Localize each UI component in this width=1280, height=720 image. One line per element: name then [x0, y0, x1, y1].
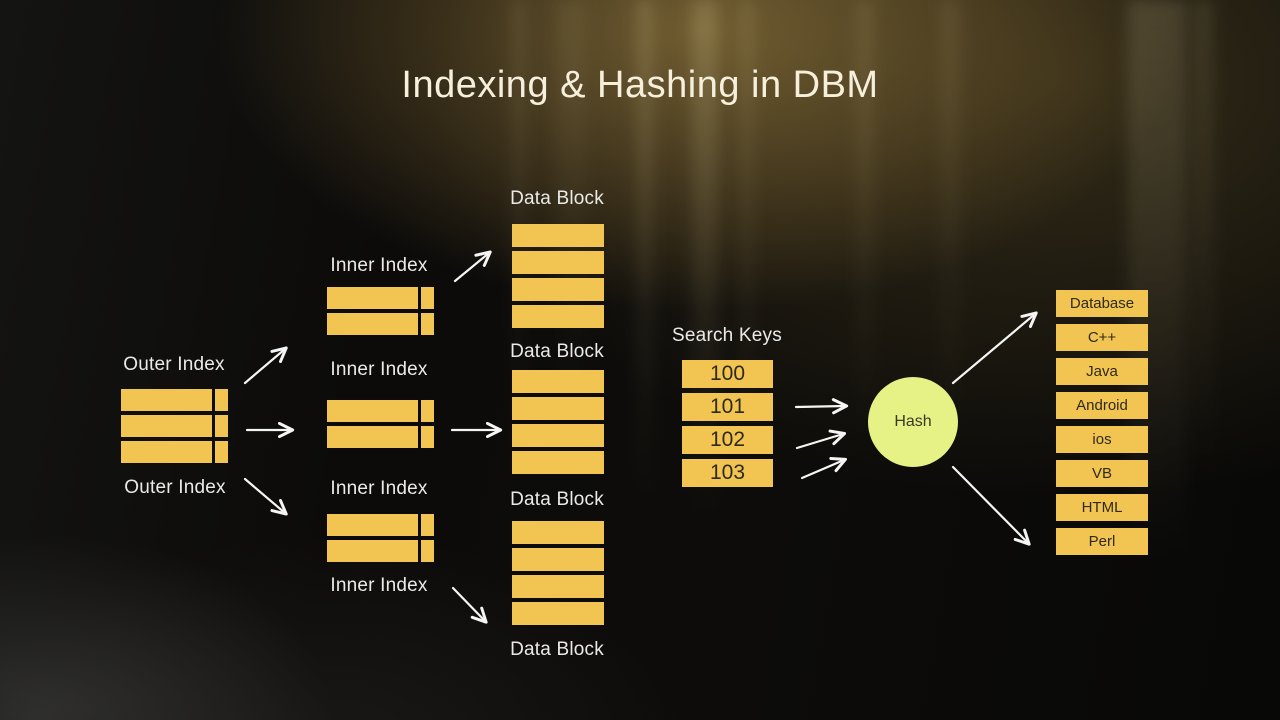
data-row	[512, 451, 604, 474]
index-cell	[327, 313, 418, 335]
data-block-stack-2	[512, 370, 604, 478]
data-block-stack-3	[512, 521, 604, 629]
light-streak	[1192, 0, 1214, 720]
inner-index-table-3	[327, 514, 434, 562]
outer-index-table	[121, 389, 228, 463]
data-row	[512, 548, 604, 571]
inner-index-table-2	[327, 400, 434, 448]
data-row	[512, 397, 604, 420]
bucket-box: HTML	[1056, 494, 1148, 521]
data-row	[512, 278, 604, 301]
bucket-box: Database	[1056, 290, 1148, 317]
index-pointer-cell	[421, 400, 434, 422]
index-pointer-cell	[421, 540, 434, 562]
index-pointer-cell	[215, 415, 228, 437]
bucket-box: ios	[1056, 426, 1148, 453]
index-pointer-cell	[215, 389, 228, 411]
search-key-box: 102	[682, 426, 773, 454]
data-block-label-2: Data Block	[510, 341, 604, 362]
bucket-box: C++	[1056, 324, 1148, 351]
data-block-stack-1	[512, 224, 604, 332]
light-streak	[636, 0, 654, 720]
bucket-box: Perl	[1056, 528, 1148, 555]
inner-index-label-4: Inner Index	[330, 575, 428, 596]
page-title: Indexing & Hashing in DBM	[401, 64, 879, 106]
inner-index-table-1	[327, 287, 434, 335]
index-cell	[121, 441, 212, 463]
data-row	[512, 602, 604, 625]
index-pointer-cell	[421, 514, 434, 536]
data-row	[512, 305, 604, 328]
bucket-box: Java	[1056, 358, 1148, 385]
inner-index-label-1: Inner Index	[330, 255, 428, 276]
data-row	[512, 224, 604, 247]
data-row	[512, 251, 604, 274]
outer-index-label-bottom: Outer Index	[124, 477, 226, 498]
index-cell	[327, 540, 418, 562]
search-keys-stack: 100 101 102 103	[682, 360, 773, 492]
bucket-box: Android	[1056, 392, 1148, 419]
data-block-label-4: Data Block	[510, 639, 604, 660]
search-key-box: 103	[682, 459, 773, 487]
index-cell	[327, 514, 418, 536]
index-cell	[327, 287, 418, 309]
bucket-box: VB	[1056, 460, 1148, 487]
hash-bucket-list: Database C++ Java Android ios VB HTML Pe…	[1056, 290, 1148, 562]
hash-node: Hash	[868, 377, 958, 467]
index-pointer-cell	[421, 287, 434, 309]
index-pointer-cell	[421, 426, 434, 448]
data-block-label-3: Data Block	[510, 489, 604, 510]
search-keys-label: Search Keys	[672, 325, 782, 346]
search-key-box: 100	[682, 360, 773, 388]
index-pointer-cell	[215, 441, 228, 463]
data-row	[512, 424, 604, 447]
index-cell	[327, 426, 418, 448]
data-row	[512, 370, 604, 393]
inner-index-label-3: Inner Index	[330, 478, 428, 499]
data-block-label-1: Data Block	[510, 188, 604, 209]
light-streak	[856, 0, 874, 720]
index-cell	[327, 400, 418, 422]
data-row	[512, 575, 604, 598]
search-key-box: 101	[682, 393, 773, 421]
index-cell	[121, 389, 212, 411]
data-row	[512, 521, 604, 544]
light-streak	[556, 0, 586, 720]
index-cell	[121, 415, 212, 437]
inner-index-label-2: Inner Index	[330, 359, 428, 380]
index-pointer-cell	[421, 313, 434, 335]
outer-index-label-top: Outer Index	[123, 354, 225, 375]
